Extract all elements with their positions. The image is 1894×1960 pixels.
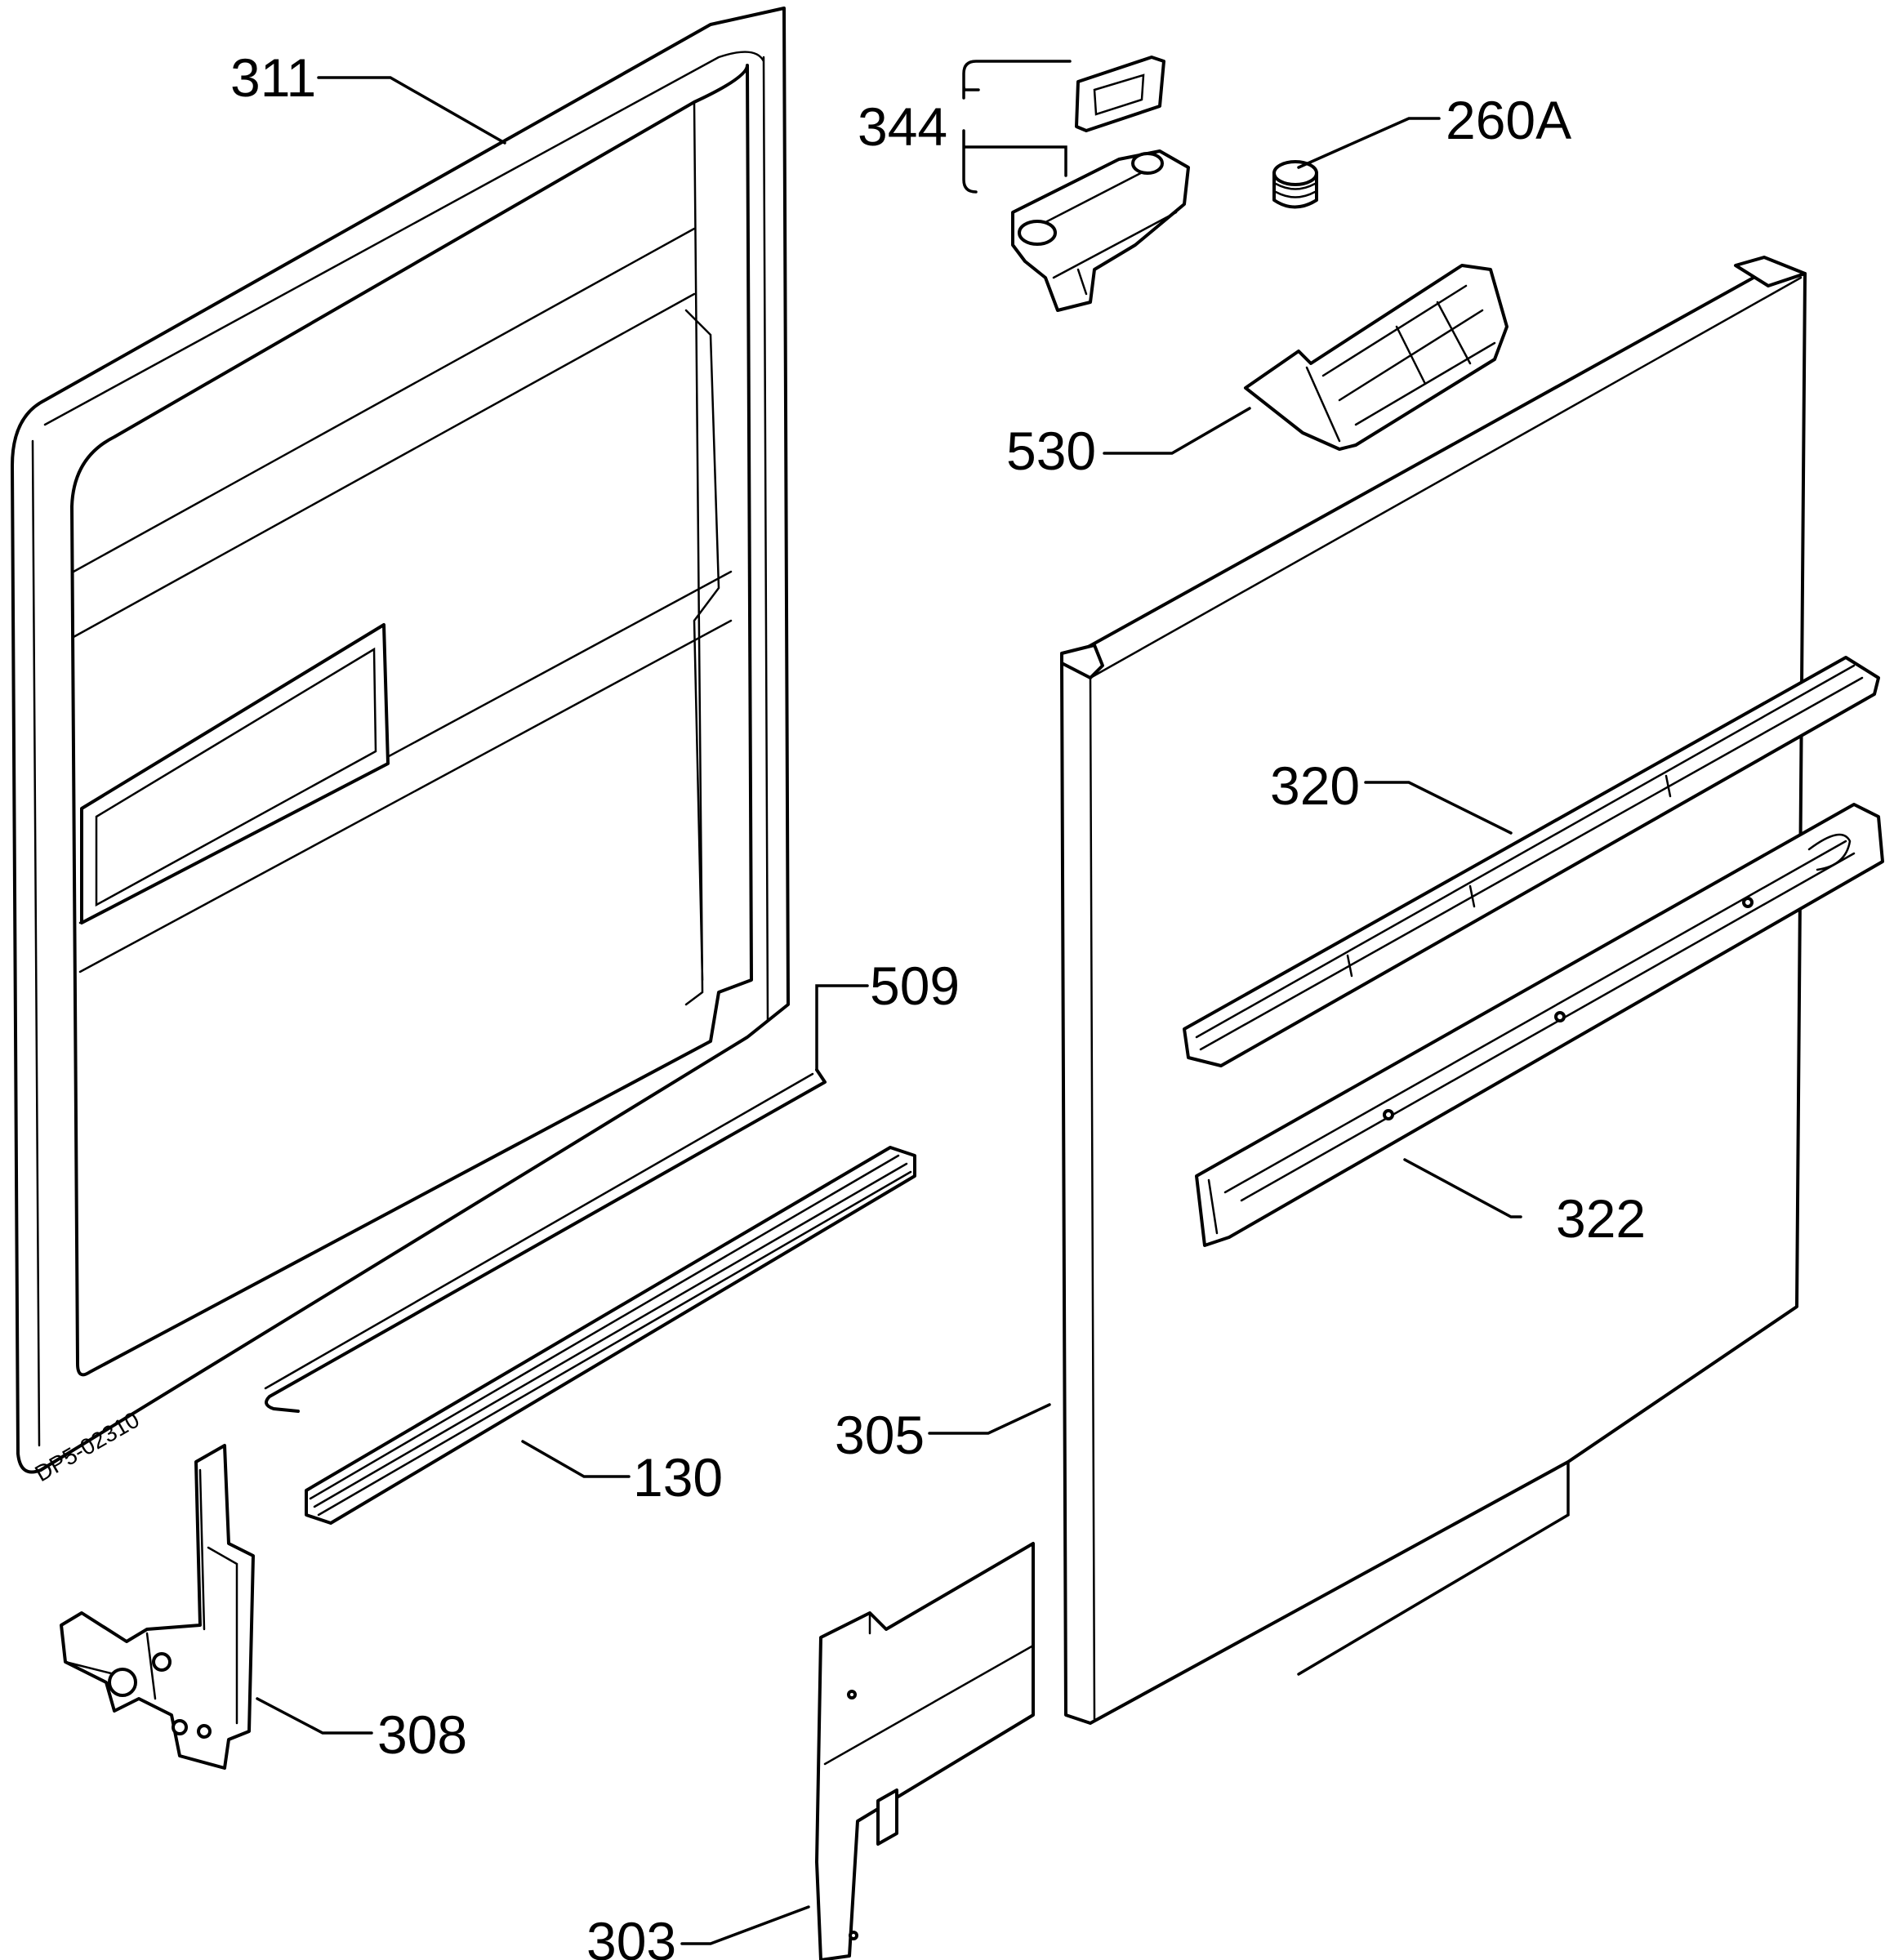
door-handle-530 (1244, 264, 1509, 451)
upper-rail-320 (1183, 656, 1880, 1067)
kick-plate-303 (815, 1542, 1035, 1960)
label-320: 320 (1270, 755, 1360, 816)
hinge-308 (60, 1444, 255, 1770)
leader-lines (256, 60, 1522, 1945)
label-509: 509 (870, 956, 960, 1016)
label-311: 311 (230, 47, 316, 108)
label-305: 305 (835, 1405, 925, 1465)
label-344: 344 (858, 96, 947, 157)
rod-509 (264, 1068, 827, 1413)
door-latch-344 (1011, 56, 1190, 312)
outer-door-panel-305 (1060, 256, 1807, 1725)
label-322: 322 (1556, 1188, 1646, 1249)
label-308: 308 (377, 1704, 467, 1765)
lower-rail-322 (1195, 803, 1884, 1247)
seal-strip-130 (305, 1146, 916, 1525)
label-303: 303 (586, 1911, 676, 1960)
inner-door-panel-311 (11, 7, 790, 1474)
label-130: 130 (633, 1447, 723, 1508)
screw-260a (1272, 160, 1318, 209)
part-labels: 311 344 260A 530 320 509 322 305 130 308… (230, 47, 1646, 1960)
label-260a: 260A (1446, 90, 1571, 150)
label-530: 530 (1006, 421, 1096, 481)
